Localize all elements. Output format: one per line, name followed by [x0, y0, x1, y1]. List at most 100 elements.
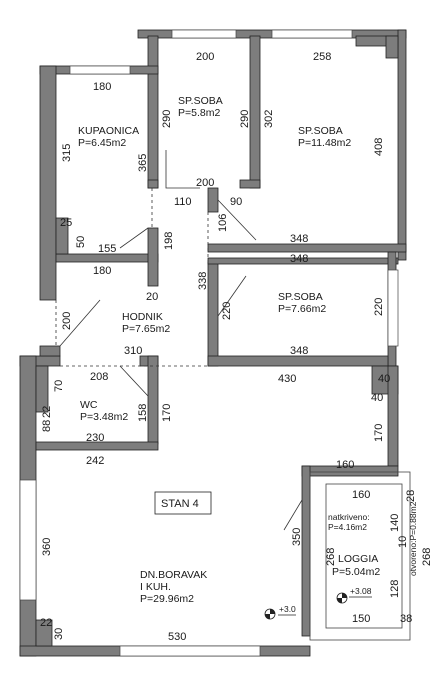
- door-bath: [119, 227, 149, 249]
- label-soba1: SP.SOBA: [178, 95, 223, 107]
- wall-bath-right-low: [147, 227, 159, 287]
- dim-348b: 348: [290, 253, 308, 265]
- dim-128: 128: [389, 580, 401, 598]
- dim-20: 20: [146, 291, 158, 303]
- level-marker-loggia: +3.08: [336, 586, 372, 604]
- wall-room1-left: [147, 35, 159, 189]
- loggia-inner: [325, 483, 403, 629]
- area-kupaonica: P=6.45m2: [78, 137, 126, 149]
- dim-302: 302: [263, 110, 275, 128]
- loggia-railing: [309, 471, 411, 641]
- door-room2: [217, 199, 257, 241]
- apartment-frame: [154, 491, 212, 515]
- area-soba1: P=5.8m2: [178, 107, 220, 119]
- window-bottom: [119, 645, 261, 657]
- window-left: [19, 479, 37, 601]
- wall-bath-bottom: [55, 253, 159, 263]
- wall-room2-left-stub: [207, 187, 219, 213]
- apartment-label-box: STAN 4: [154, 491, 212, 515]
- dim-200-left: 200: [61, 312, 73, 330]
- wall-bottom-corner: [35, 619, 53, 647]
- area-loggia: P=5.04m2: [332, 566, 380, 578]
- wall-room3-bottom: [207, 355, 389, 367]
- dim-220a: 220: [221, 302, 233, 320]
- dim-22b: 22: [40, 617, 52, 629]
- dim-25: 25: [60, 217, 72, 229]
- level-loggia: +3.08: [350, 586, 372, 596]
- dim-40b: 40: [371, 392, 383, 404]
- apartment-label: STAN 4: [161, 498, 199, 510]
- wall-wc-bottom: [35, 441, 159, 451]
- dim-140: 140: [389, 514, 401, 532]
- dim-70: 70: [53, 380, 65, 392]
- wall-room1-bottom: [239, 179, 261, 189]
- dim-350: 350: [291, 528, 303, 546]
- dim-198: 198: [163, 232, 175, 250]
- loggia-open: otvoreno:P=0.88m2: [408, 501, 418, 576]
- door-swings: [55, 150, 303, 531]
- loggia-frame: [309, 471, 411, 641]
- dim-310: 310: [124, 345, 142, 357]
- dim-158: 158: [137, 404, 149, 422]
- loggia-covered-area: P=4.16m2: [328, 522, 367, 532]
- dim-290b: 290: [239, 110, 251, 128]
- dim-338: 338: [197, 272, 209, 290]
- dim-360: 360: [41, 538, 53, 556]
- label-wc: WC: [80, 399, 98, 411]
- dim-200-top: 200: [196, 51, 214, 63]
- dim-315: 315: [61, 144, 73, 162]
- windows: [19, 29, 399, 657]
- label-soba2: SP.SOBA: [298, 125, 343, 137]
- area-boravak: P=29.96m2: [140, 593, 194, 605]
- window-room2: [271, 29, 353, 39]
- dim-160b: 160: [352, 489, 370, 501]
- area-soba2: P=11.48m2: [298, 137, 351, 149]
- door-wc: [119, 365, 149, 397]
- window-bath: [69, 65, 131, 75]
- door-room3: [217, 275, 247, 317]
- label-soba3: SP.SOBA: [278, 291, 323, 303]
- wall-corner-top-right-2: [385, 35, 399, 59]
- wall-loggia-left: [301, 465, 311, 637]
- wall-bath-pier: [55, 217, 69, 255]
- dim-290a: 290: [161, 110, 173, 128]
- door-loggia: [283, 499, 303, 531]
- dim-530: 530: [168, 631, 186, 643]
- wall-room2-bottom: [207, 243, 407, 253]
- level-marker-living: +3.0: [264, 604, 296, 620]
- dim-10: 10: [397, 536, 409, 548]
- dim-268b: 268: [421, 548, 433, 566]
- dim-88: 88: [41, 420, 53, 432]
- dim-22a: 22: [41, 406, 53, 418]
- dim-348c: 348: [290, 345, 308, 357]
- dim-110: 110: [174, 196, 192, 208]
- dim-242: 242: [86, 455, 104, 467]
- area-soba3: P=7.66m2: [278, 303, 326, 315]
- dim-365: 365: [137, 154, 149, 172]
- dim-106: 106: [217, 214, 229, 232]
- wall-wc-right: [147, 355, 159, 445]
- wall-hall-left: [39, 345, 61, 357]
- wall-bath-left: [39, 65, 57, 301]
- dim-155: 155: [98, 243, 116, 255]
- dim-40a: 40: [378, 373, 390, 385]
- dim-430: 430: [278, 373, 296, 385]
- window-right: [387, 269, 399, 347]
- dim-220b: 220: [373, 298, 385, 316]
- dim-170b: 170: [373, 424, 385, 442]
- dim-50: 50: [75, 236, 87, 248]
- dim-200-mid: 200: [196, 177, 214, 189]
- level-living: +3.0: [279, 604, 296, 614]
- dim-208: 208: [90, 371, 108, 383]
- dim-408: 408: [373, 138, 385, 156]
- loggia-covered: natkriveno:: [328, 512, 370, 522]
- dim-180-mid: 180: [93, 265, 111, 277]
- dim-90: 90: [230, 196, 242, 208]
- wall-room1-right: [249, 35, 261, 189]
- dim-30: 30: [53, 628, 65, 640]
- label-loggia: LOGGIA: [338, 553, 378, 565]
- dim-230: 230: [86, 432, 104, 444]
- dim-160a: 160: [336, 459, 354, 471]
- door-hall: [59, 299, 101, 347]
